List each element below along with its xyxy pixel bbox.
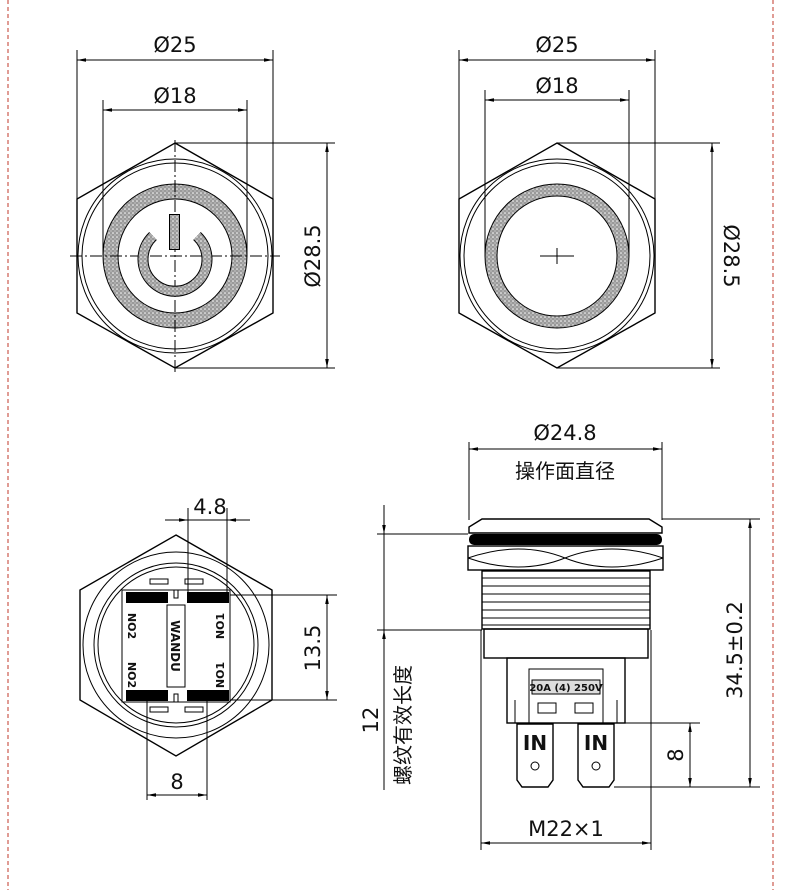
thread-length-caption: 螺纹有效长度 (391, 665, 415, 785)
side-view: Ø24.8 操作面直径 20A (4) 250V IN IN 12 螺纹有效长度 (359, 421, 760, 850)
dim-12: 12 (359, 707, 383, 734)
dim-dia-28-5: Ø28.5 (301, 224, 325, 287)
dim-dia-18-right: Ø18 (535, 74, 578, 98)
terminal-in-left: IN (523, 731, 547, 755)
brand-label: WANDU (168, 620, 182, 672)
dim-34-5: 34.5±0.2 (723, 601, 747, 699)
dim-4-8: 4.8 (193, 495, 226, 519)
front-view-plain: Ø25 Ø18 Ø28.5 (458, 33, 743, 369)
terminal-label-no1-bottom: NO1 (214, 662, 227, 688)
dim-8-terminal: 8 (664, 748, 688, 761)
terminal-label-no1-top: NO1 (214, 613, 227, 639)
dim-13-5: 13.5 (301, 625, 325, 672)
terminal-view: WANDU NO2 NO2 NO1 NO1 4.8 13.5 8 (79, 495, 337, 800)
terminal-label-no2-bottom: NO2 (125, 662, 138, 688)
power-icon (137, 214, 213, 297)
face-dia-caption: 操作面直径 (515, 459, 615, 483)
dim-8-bottom: 8 (170, 770, 183, 794)
dim-dia-28-5-right: Ø28.5 (719, 224, 743, 287)
terminal-in-right: IN (584, 731, 608, 755)
terminal-label-no2-top: NO2 (125, 613, 138, 639)
front-view-with-icon: Ø25 Ø18 Ø28.5 (70, 33, 335, 372)
dim-dia-18: Ø18 (153, 84, 196, 108)
dim-thread-m22: M22×1 (528, 817, 604, 841)
dim-dia-24-8: Ø24.8 (533, 421, 596, 445)
rating-label: 20A (4) 250V (529, 683, 603, 694)
dim-dia-25-right: Ø25 (535, 33, 578, 57)
dim-dia-25: Ø25 (153, 33, 196, 57)
